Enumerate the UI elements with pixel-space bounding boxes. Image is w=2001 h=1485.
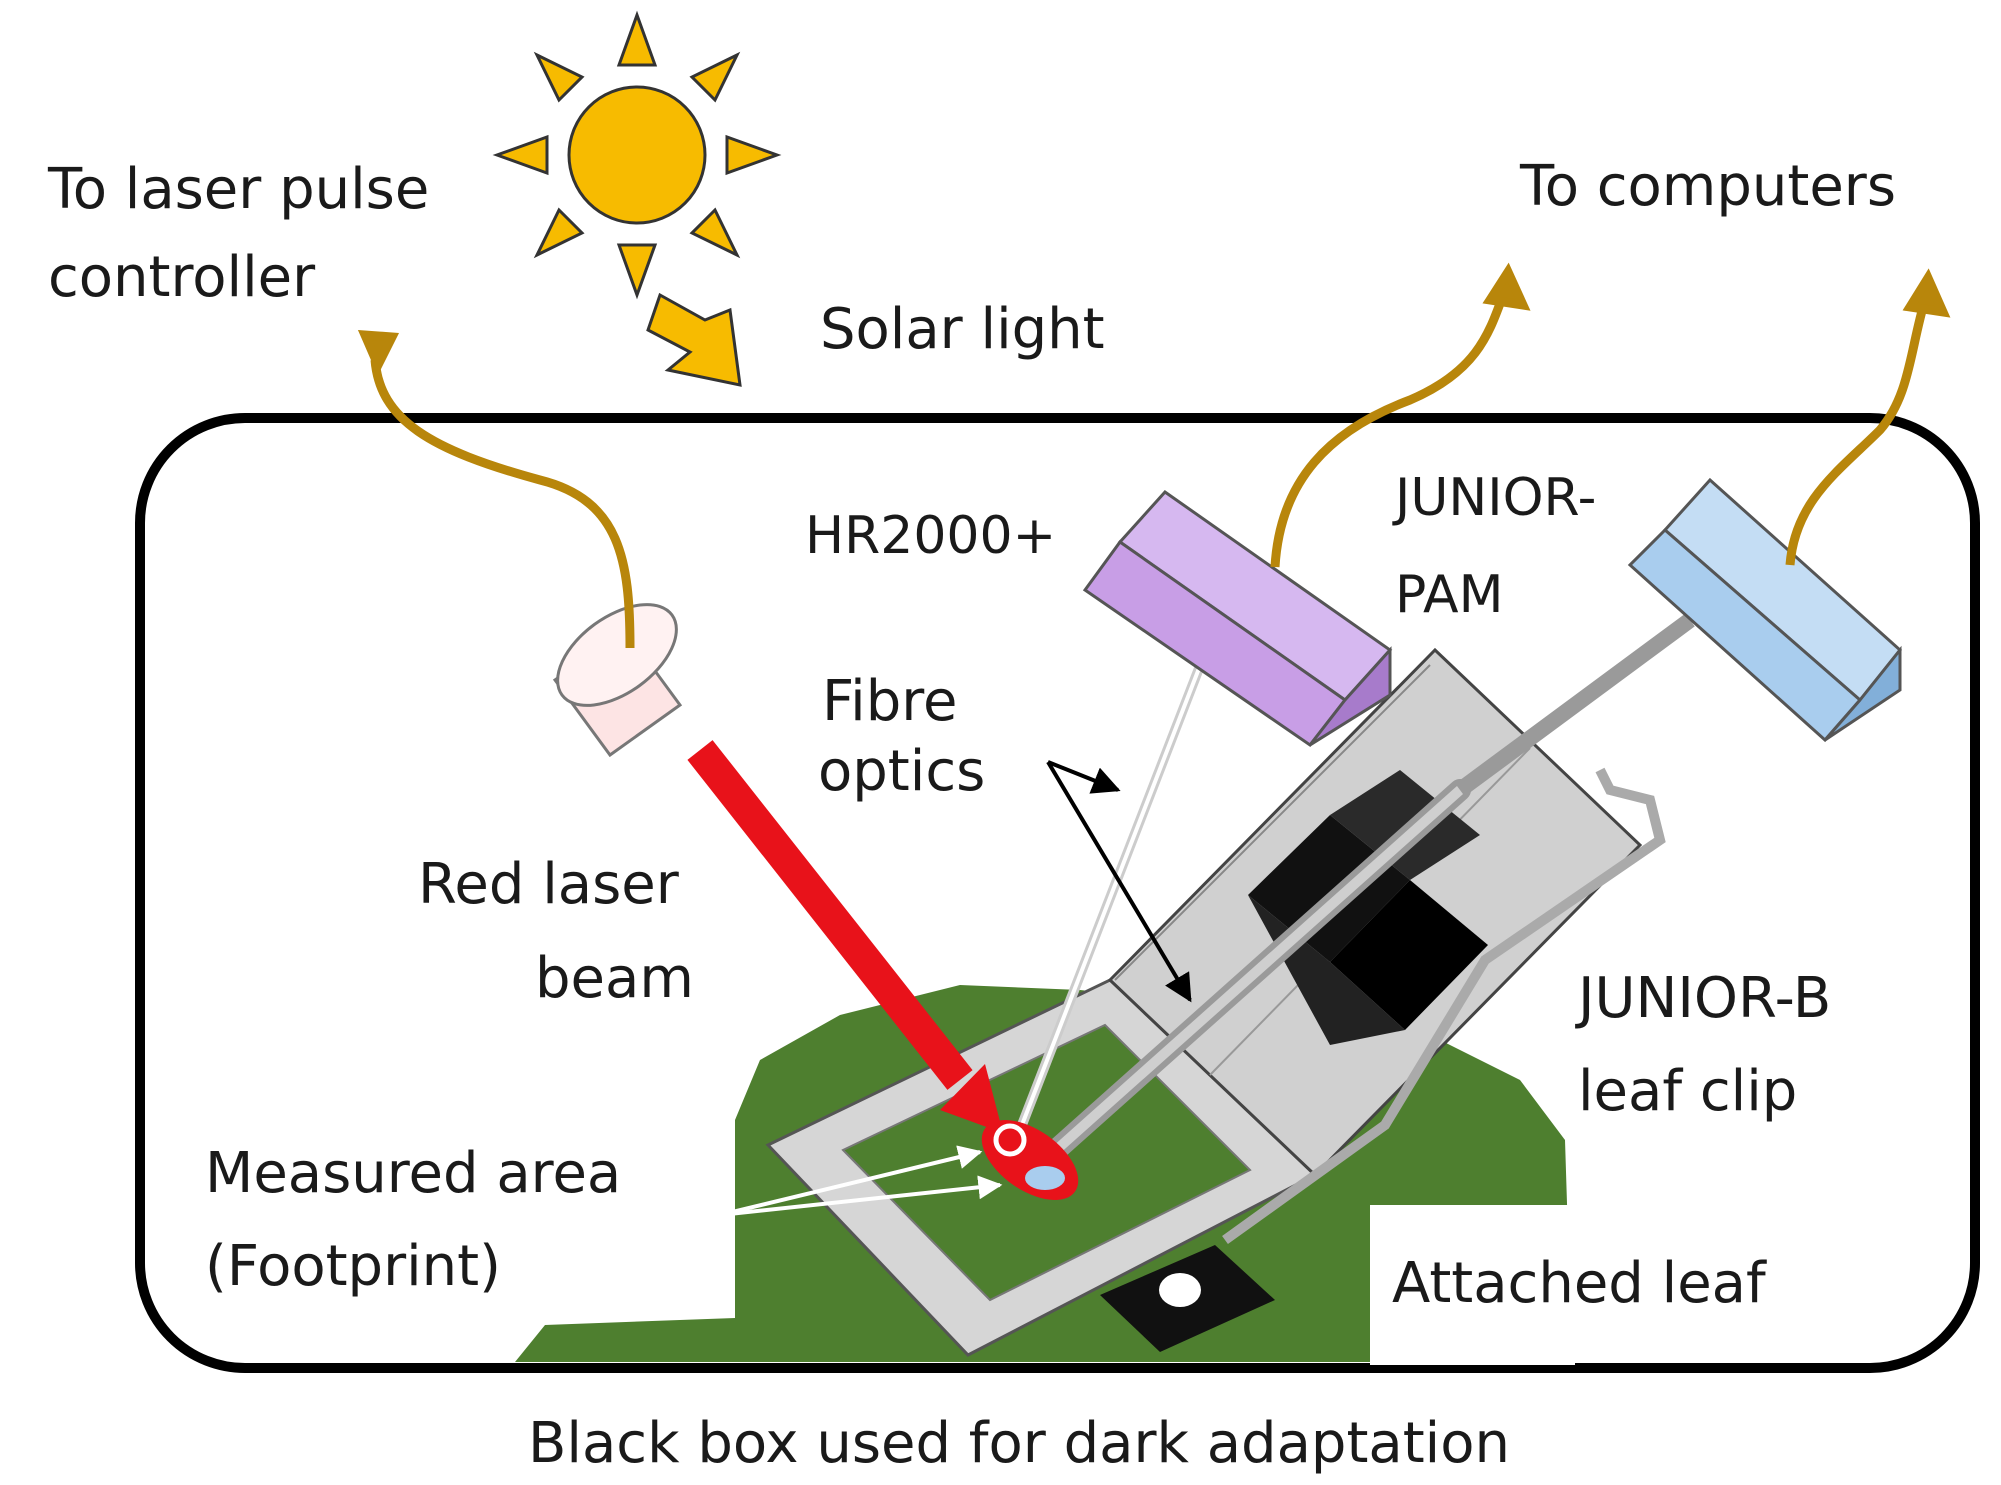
attached-leaf-label-background: [1370, 1205, 1575, 1365]
sun-icon: [492, 10, 782, 300]
measured-area-label-line1: Measured area: [205, 1141, 621, 1206]
junior-pam-label-line1: JUNIOR-: [1392, 468, 1596, 528]
laser-controller-label-line2: controller: [48, 245, 316, 310]
laser-controller-cable: [370, 359, 635, 649]
attached-leaf-label: Attached leaf: [1392, 1251, 1767, 1316]
hr2000-cable: [1270, 288, 1510, 568]
fibre-optics-label-line1: Fibre: [822, 669, 958, 734]
caption: Black box used for dark adaptation: [528, 1411, 1510, 1476]
solar-light-label: Solar light: [820, 297, 1105, 362]
measured-area-label-line2: (Footprint): [205, 1234, 501, 1299]
junior-b-label-line1: JUNIOR-B: [1575, 966, 1831, 1031]
cables: [357, 262, 1951, 649]
laser-head: [552, 603, 683, 758]
red-laser-label-line2: beam: [535, 946, 694, 1011]
laser-controller-label-line1: To laser pulse: [47, 157, 429, 222]
junior-pam-cable: [1785, 298, 1930, 566]
fibre-optics-label-line2: optics: [818, 739, 985, 804]
junior-b-label-line2: leaf clip: [1578, 1059, 1797, 1124]
to-computers-label: To computers: [1519, 154, 1896, 219]
solar-light-arrow: [646, 292, 742, 387]
junior-pam-label-line2: PAM: [1395, 565, 1503, 625]
fibre-optics-pointers: [1046, 760, 1192, 1003]
measured-spot: [981, 1120, 1079, 1200]
hr2000-spectrometer: [1082, 490, 1393, 748]
red-laser-beam: [687, 740, 973, 1090]
measured-area-pointers: [719, 1145, 1003, 1217]
junior-pam-unit: [1627, 477, 1903, 743]
red-laser-label-line1: Red laser: [418, 852, 680, 917]
hr2000-label: HR2000+: [805, 506, 1056, 566]
